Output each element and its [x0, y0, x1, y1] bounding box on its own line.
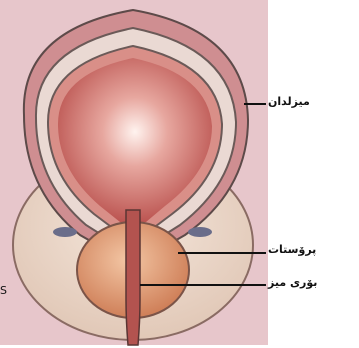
urethra-label: بۆری میز	[268, 276, 317, 289]
bladder-pointer-line	[244, 103, 266, 105]
stray-text: S	[0, 284, 7, 297]
prostate-label: پرۆستات	[268, 243, 316, 256]
urethra-pointer-line	[140, 284, 266, 286]
seminal-vesicle-right	[188, 227, 212, 237]
seminal-vesicle-left	[53, 227, 77, 237]
bladder-label: میزلدان	[268, 95, 310, 108]
urethra-tube	[126, 210, 140, 345]
prostate-pointer-line	[178, 252, 266, 254]
